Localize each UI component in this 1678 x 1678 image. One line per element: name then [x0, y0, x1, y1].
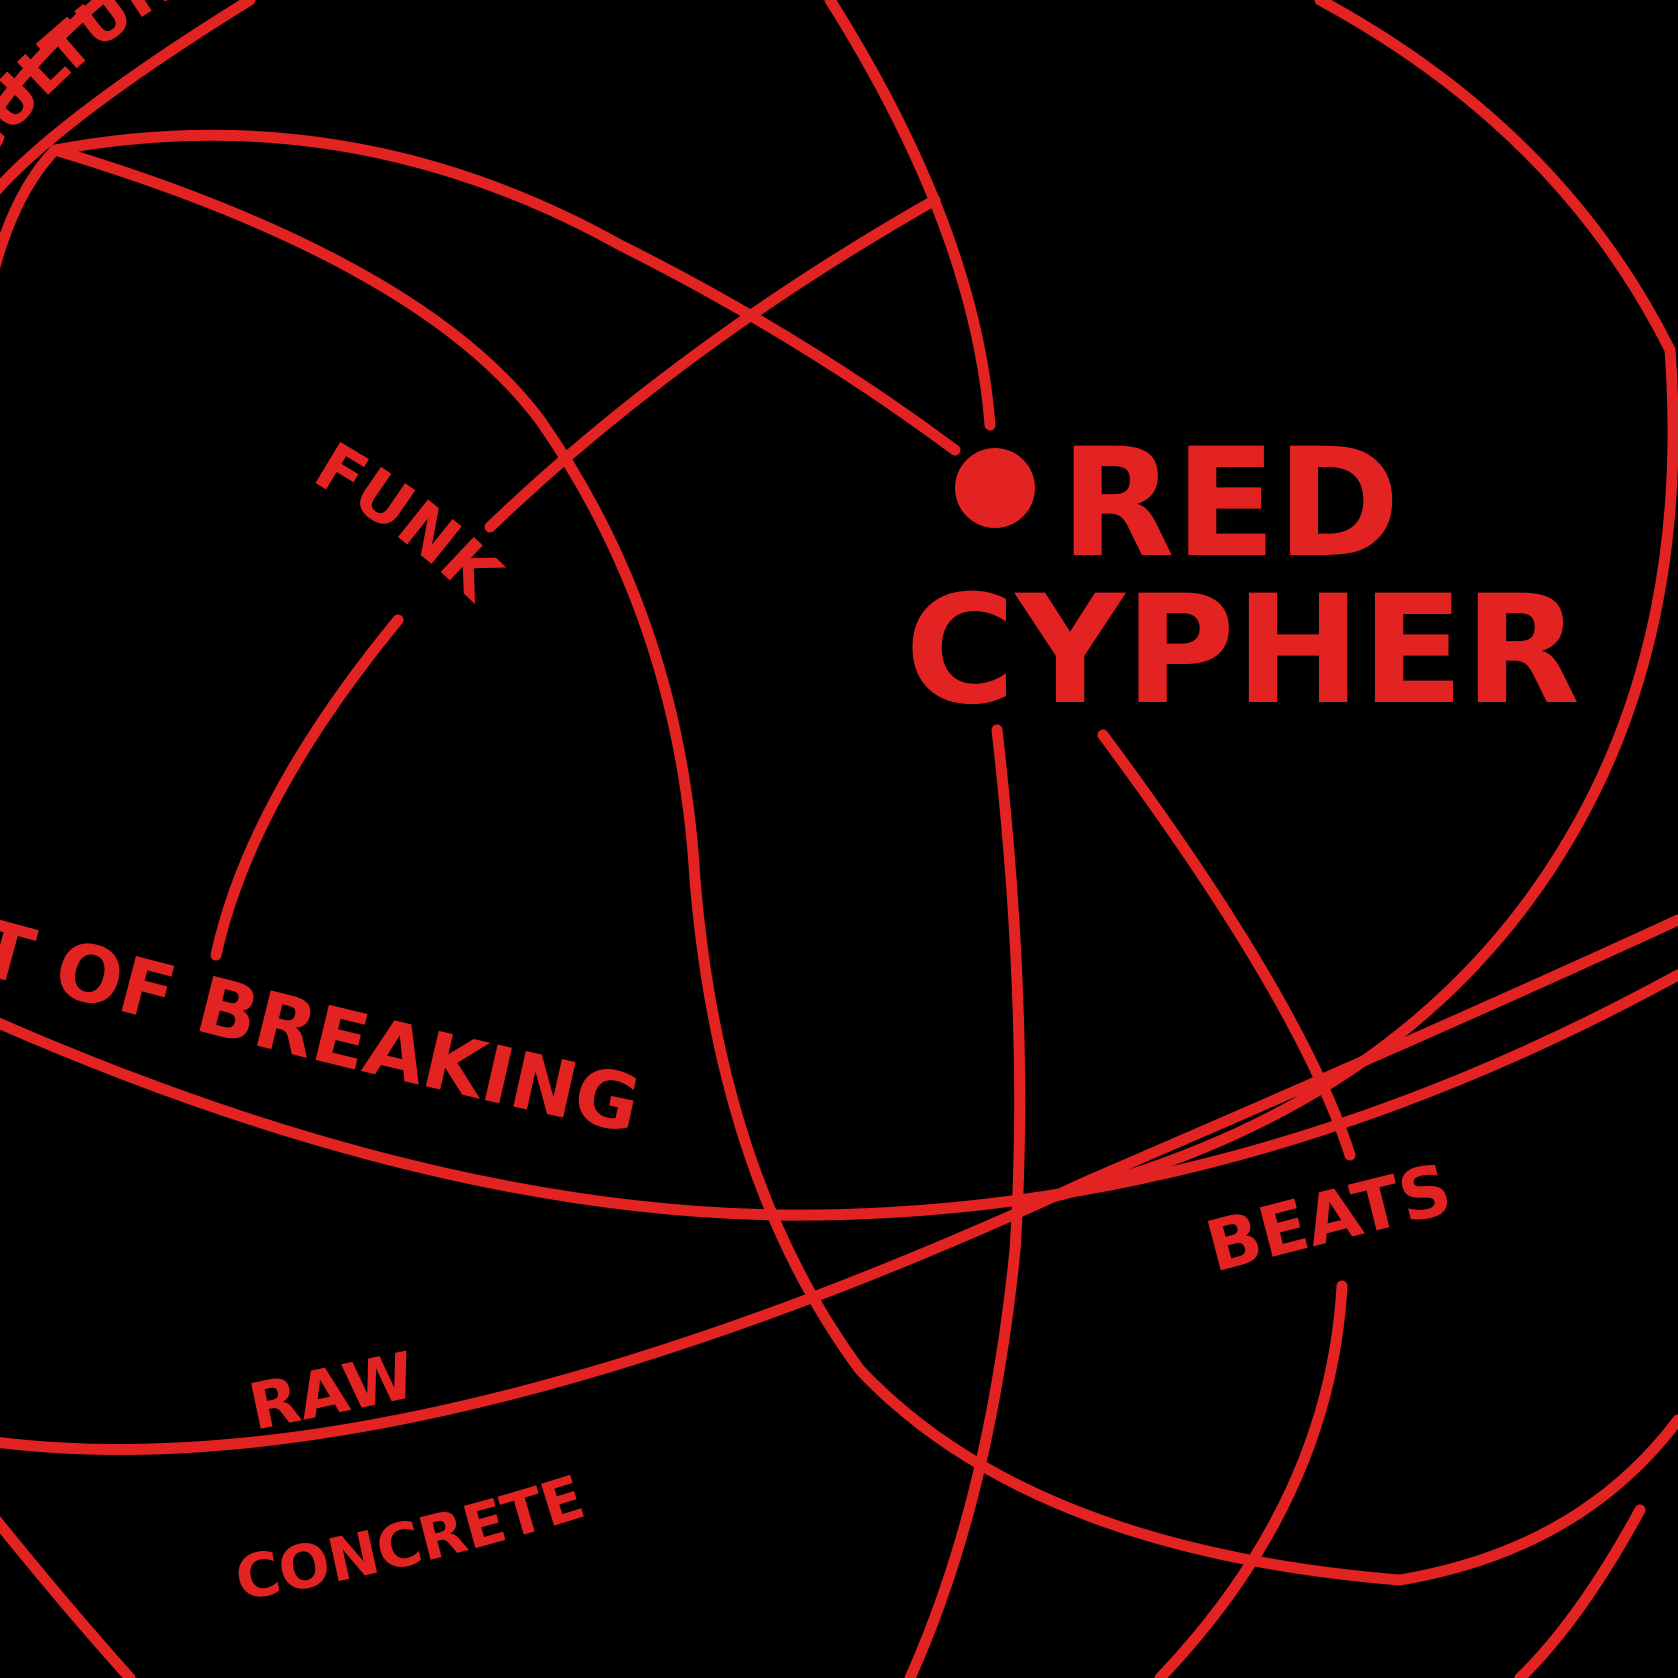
outer-circle-left — [0, 0, 256, 195]
arc-center-vertical — [904, 724, 1026, 1678]
arc-top-to-dot — [824, 0, 996, 431]
arc-beats-down — [1154, 1280, 1348, 1678]
label-concrete: CONCRETE — [230, 1462, 592, 1614]
diagonal-funk-to-top — [484, 194, 941, 533]
node-dot — [955, 448, 1035, 528]
arc-funk-to-breaking — [210, 614, 404, 961]
label-raw: RAW — [243, 1339, 421, 1446]
title-line-1: RED — [1060, 417, 1400, 591]
arc-bottom-left — [0, 1516, 136, 1678]
label-funk: FUNK — [302, 428, 517, 617]
label-beats: BEATS — [1198, 1148, 1459, 1289]
orbit-raw-band — [0, 914, 1678, 1455]
orbit-lower-sweep — [0, 969, 1678, 1221]
diagonal-to-beats — [1097, 729, 1356, 1161]
outer-arc-top-left — [0, 0, 106, 116]
orbit-top — [49, 129, 961, 456]
orbit-left-hemisphere — [0, 144, 61, 270]
label-breaking: ART OF BREAKING — [0, 872, 648, 1152]
arc-bottom-right — [1514, 1504, 1646, 1678]
orbit-left-fold — [49, 144, 1678, 1586]
title-line-2: CYPHER — [905, 564, 1580, 738]
